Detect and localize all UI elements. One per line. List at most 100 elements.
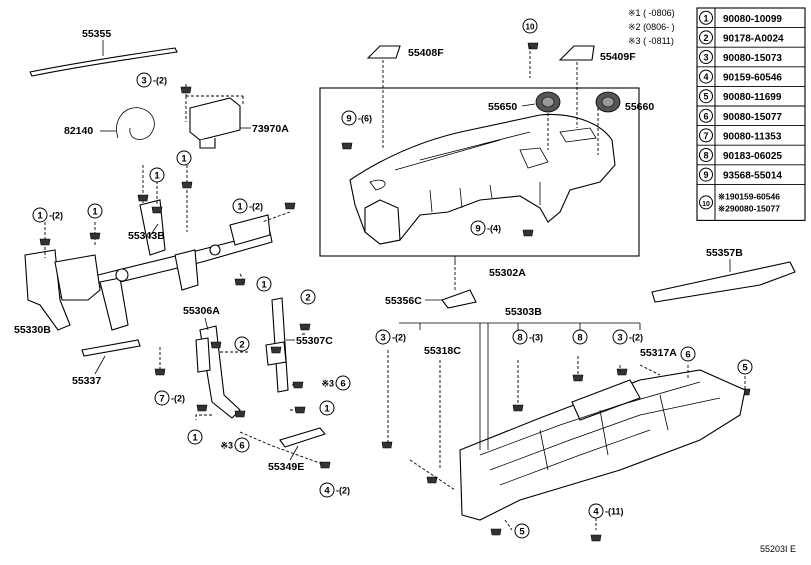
label-73970a: 73970A [252, 123, 289, 135]
legend-number: 4 [703, 72, 708, 82]
svg-text:-(2): -(2) [49, 211, 63, 221]
legend-part-number: 90183-06025 [723, 151, 782, 162]
bolt-icon [151, 206, 163, 214]
svg-text:6: 6 [340, 379, 345, 390]
svg-text:8: 8 [517, 333, 522, 344]
legend-number-badge [699, 10, 713, 25]
legend-part-number: 90178-A0024 [723, 33, 784, 44]
bolt-icon [616, 368, 628, 376]
label-55355: 55355 [82, 28, 111, 40]
bolt-icon [196, 404, 208, 412]
callout-7: 7-(2) [154, 390, 185, 406]
legend-part-number: 90080-10099 [723, 14, 782, 25]
part-55302a-instrument-panel [349, 113, 616, 245]
svg-text:※3: ※3 [220, 441, 233, 451]
callout-6: 6 ※3 [220, 437, 250, 453]
callout-1: 1-(2) [32, 207, 63, 223]
svg-text:4: 4 [593, 507, 599, 518]
svg-text:-(2): -(2) [336, 486, 350, 496]
part-55337-bracket [81, 339, 141, 357]
bolt-icon [381, 441, 393, 449]
label-55650: 55650 [488, 101, 517, 113]
bolt-icon [181, 181, 193, 189]
label-55660: 55660 [625, 101, 654, 113]
legend-number-badge [699, 108, 713, 123]
callout-6: 6※3 [321, 375, 351, 391]
svg-text:4: 4 [324, 486, 330, 497]
svg-text:1: 1 [324, 404, 330, 415]
legend-number: 3 [703, 53, 708, 63]
label-55302a: 55302A [489, 267, 526, 279]
callout-2: 2 [234, 336, 250, 352]
svg-text:-(3): -(3) [529, 333, 543, 343]
callout-1: 1 [319, 400, 335, 416]
label-55330b: 55330B [14, 324, 51, 336]
callout-4: 4 -(2) [319, 482, 350, 498]
svg-text:1: 1 [261, 280, 267, 291]
bolt-icon [270, 346, 282, 354]
legend-number-badge [699, 148, 713, 162]
legend-number: 9 [703, 170, 708, 180]
callout-9: 9-(4) [470, 220, 501, 236]
svg-text:-(2): -(2) [171, 394, 185, 404]
svg-text:-(2): -(2) [629, 333, 643, 343]
label-55349e: 55349E [268, 461, 304, 473]
legend-number: 6 [703, 111, 708, 121]
svg-text:-(2): -(2) [249, 202, 263, 212]
label-55409f: 55409F [600, 51, 636, 63]
svg-text:6: 6 [239, 441, 244, 452]
part-55349e-clip [279, 427, 326, 448]
callout-5: 5 [737, 359, 753, 375]
legend-part-number: 90080-11699 [723, 92, 782, 103]
legend-number-badge [699, 50, 713, 64]
callout-8: 8 -(3) [512, 329, 543, 345]
callout-1: 1-(2) [232, 198, 263, 214]
svg-text:1: 1 [92, 207, 98, 218]
bolt-icon [154, 368, 166, 376]
bolt-icon [527, 42, 539, 50]
callout-1: 1 [187, 429, 203, 445]
label-55408f: 55408F [408, 47, 444, 59]
part-55355-strip [29, 47, 178, 77]
legend-number-badge [699, 89, 713, 104]
fastener-group [39, 42, 751, 542]
part-82140-wire [116, 107, 155, 140]
bolt-icon [39, 238, 51, 246]
part-55408f-vent [366, 45, 401, 59]
callout-3: 3-(2) [136, 72, 167, 88]
svg-text:1: 1 [181, 154, 187, 165]
callout-1: 1 [256, 276, 272, 292]
svg-text:3: 3 [141, 76, 146, 87]
legend-number: 1 [703, 13, 708, 23]
callout-3: 3-(2) [375, 329, 406, 345]
bolt-icon [299, 323, 311, 331]
label-82140: 82140 [64, 125, 93, 137]
svg-text:1: 1 [154, 171, 160, 182]
legend-number: 10 [702, 201, 710, 208]
bolt-icon [426, 476, 438, 484]
bolt-icon [284, 202, 296, 210]
svg-text:8: 8 [577, 333, 582, 344]
legend-part-number: ※190159-60546 [718, 191, 780, 201]
svg-text:5: 5 [519, 527, 525, 538]
label-55306a: 55306A [183, 305, 220, 317]
part-55357b-pad [651, 261, 796, 303]
callout-6: 6 [680, 346, 696, 362]
label-55343b: 55343B [128, 230, 165, 242]
legend-number: 7 [703, 131, 708, 141]
bolt-icon [180, 86, 192, 94]
legend-number-badge [699, 128, 713, 143]
svg-text:3: 3 [380, 333, 385, 344]
svg-text:-(4): -(4) [487, 224, 501, 234]
bolt-icon [292, 381, 304, 389]
svg-text:10: 10 [526, 23, 535, 32]
bolt-icon [294, 406, 306, 414]
label-55356c: 55356C [385, 295, 422, 307]
callout-9: 9-(6) [341, 110, 372, 126]
callout-8: 8 [572, 329, 588, 345]
legend-number: 8 [703, 151, 708, 161]
callout-1: 1 [149, 167, 165, 183]
bolt-icon [490, 528, 502, 536]
legend-part-number: 90080-11353 [723, 131, 782, 142]
